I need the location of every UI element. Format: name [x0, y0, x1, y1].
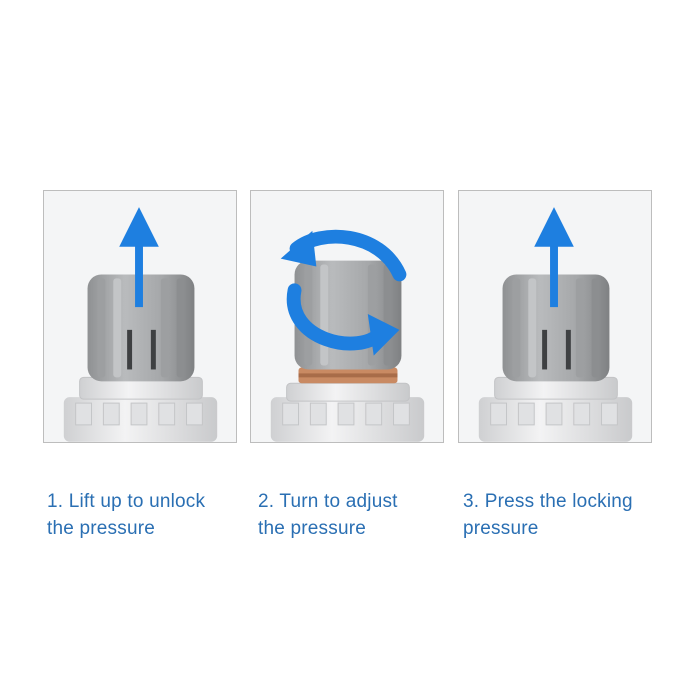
arrow-up-icon	[534, 207, 574, 308]
caption-line: 3. Press the locking	[463, 491, 633, 512]
regulator-knob-illustration	[478, 207, 633, 442]
caption-line: the pressure	[47, 518, 156, 539]
arrow-up-icon	[119, 207, 159, 308]
caption-line: pressure	[463, 518, 539, 539]
step-2-image	[250, 190, 444, 443]
step-3-caption: 3. Press the locking pressure	[463, 488, 663, 542]
regulator-knob-illustration	[63, 207, 218, 442]
step-1-image	[43, 190, 237, 443]
step-1-caption: 1. Lift up to unlock the pressure	[47, 488, 247, 542]
step-2-caption: 2. Turn to adjust the pressure	[258, 488, 458, 542]
regulator-knob-illustration	[270, 229, 425, 442]
caption-line: 2. Turn to adjust	[258, 491, 398, 512]
rotate-arrows-icon	[280, 229, 407, 356]
caption-line: the pressure	[258, 518, 367, 539]
step-3-image	[458, 190, 652, 443]
caption-line: 1. Lift up to unlock	[47, 491, 206, 512]
